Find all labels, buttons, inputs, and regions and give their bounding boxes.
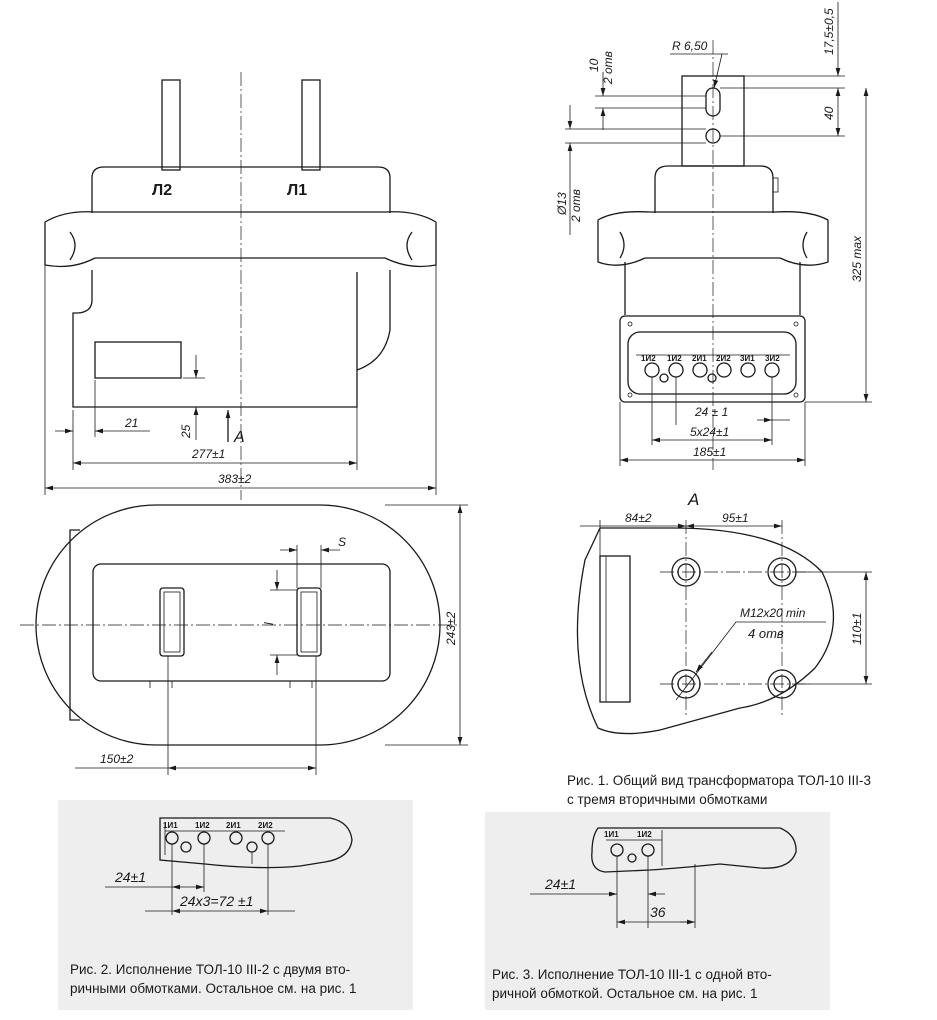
busbar-l1: [301, 79, 321, 171]
dim-84: 84±2: [625, 511, 652, 525]
label-l2: Л2: [152, 182, 172, 199]
fig2-panel: [58, 800, 413, 1010]
dim-40: 40: [822, 106, 836, 120]
dim-243: 243±2: [444, 611, 458, 646]
terminal-label: 3И1: [740, 354, 755, 363]
dim-2otv-b: 2 отв: [569, 189, 583, 223]
dim-25: 25: [179, 424, 193, 439]
fig3-dim-24: 24±1: [544, 876, 576, 892]
dim-24: 24 ± 1: [694, 405, 728, 419]
terminal-screw: [229, 831, 243, 845]
busbar-l2: [161, 79, 181, 171]
dim-185: 185±1: [693, 445, 726, 459]
fig2-dim-24: 24±1: [114, 869, 146, 885]
terminal-label: 1И2: [667, 354, 682, 363]
fig2-box: [159, 817, 353, 869]
terminals-fig1: 1И2 1И2 2И1 2И2 3И1 3И2: [641, 354, 780, 383]
terminal-label: 2И2: [716, 354, 731, 363]
dim-17-5: 17,5±0,5: [822, 8, 836, 55]
terminal-label: 3И2: [765, 354, 780, 363]
fig3-box: [591, 827, 797, 873]
dim-2otv-a: 2 отв: [601, 51, 615, 85]
caption-fig1-line2: с тремя вторичными обмотками: [567, 792, 767, 807]
dim-l: l: [262, 622, 276, 625]
dim-r650: R 6,50: [672, 39, 708, 53]
side-view: 1И2 1И2 2И1 2И2 3И1 3И2 R 6,50 10 2 отв: [555, 2, 872, 470]
dim-5x24: 5x24±1: [690, 425, 729, 439]
dim-21: 21: [124, 416, 138, 430]
fig2: 1И1 1И2 2И1 2И2 24±1 24x3=72 ±1 Рис. 2. …: [58, 800, 413, 1010]
terminal-screw: [716, 362, 732, 378]
dim-o13: Ø13: [555, 192, 569, 216]
dim-277: 277±1: [191, 447, 225, 461]
terminal-screw: [740, 362, 756, 378]
terminal-screw: [692, 362, 708, 378]
transformer-body: [72, 270, 358, 408]
terminal-label: 2И1: [226, 821, 241, 830]
dim-110: 110±1: [850, 613, 864, 645]
slot-left: [159, 587, 185, 657]
terminal-label: 1И2: [195, 821, 210, 830]
nameplate: [94, 341, 182, 379]
caption-fig1-line1: Рис. 1. Общий вид трансформатора ТОЛ-10 …: [567, 773, 871, 788]
top-view: S l 243±2 150±2: [20, 504, 468, 775]
terminal-label: 1И1: [163, 821, 178, 830]
fig2-dim-72: 24x3=72 ±1: [179, 893, 253, 909]
slot-hole: [705, 87, 721, 117]
dim-325: 325 max: [850, 235, 864, 282]
terminal-label: 1И1: [604, 830, 619, 839]
terminal-label: 2И2: [258, 821, 273, 830]
terminal-screw: [764, 362, 780, 378]
slot-right: [296, 587, 322, 657]
caption-fig2-line2: ричными обмотками. Остальное см. на рис.…: [70, 981, 356, 996]
dim-10: 10: [587, 58, 601, 72]
dim-4otv: 4 отв: [748, 626, 784, 641]
flange-top: [44, 211, 437, 223]
view-a: A 84±2 95±1 110±1 M12x20 min 4 отв: [576, 490, 872, 735]
fig3-dim-36: 36: [650, 904, 666, 920]
caption-fig3-line1: Рис. 3. Исполнение ТОЛ-10 III-1 с одной …: [492, 967, 772, 982]
fig3: 1И1 1И2 24±1 36 Рис. 3. Исполнение ТОЛ-1…: [485, 812, 830, 1010]
fig3-panel: [485, 812, 830, 1010]
dim-m12: M12x20 min: [740, 606, 806, 620]
label-l1: Л1: [287, 182, 307, 199]
top-view-inner: [92, 563, 391, 682]
dim-150: 150±2: [100, 752, 134, 766]
view-a-outline: [576, 527, 835, 735]
caption-fig3-line2: ричной обмоткой. Остальное см. на рис. 1: [492, 986, 758, 1001]
dim-383: 383±2: [218, 472, 252, 486]
terminal-screw: [644, 362, 660, 378]
terminal-label: 1И2: [637, 830, 652, 839]
view-a-title: A: [687, 490, 699, 509]
caption-fig2-line1: Рис. 2. Исполнение ТОЛ-10 III-2 с двумя …: [70, 962, 350, 977]
terminal-box: [619, 315, 806, 403]
front-view: Л2 Л1 A 21 25 277±1 383±2: [44, 72, 437, 500]
dim-s: S: [338, 535, 346, 549]
terminal-label: 1И2: [641, 354, 656, 363]
terminal-screw: [668, 362, 684, 378]
view-a-label: A: [233, 429, 245, 446]
terminal-label: 2И1: [692, 354, 707, 363]
dim-95: 95±1: [722, 511, 749, 525]
